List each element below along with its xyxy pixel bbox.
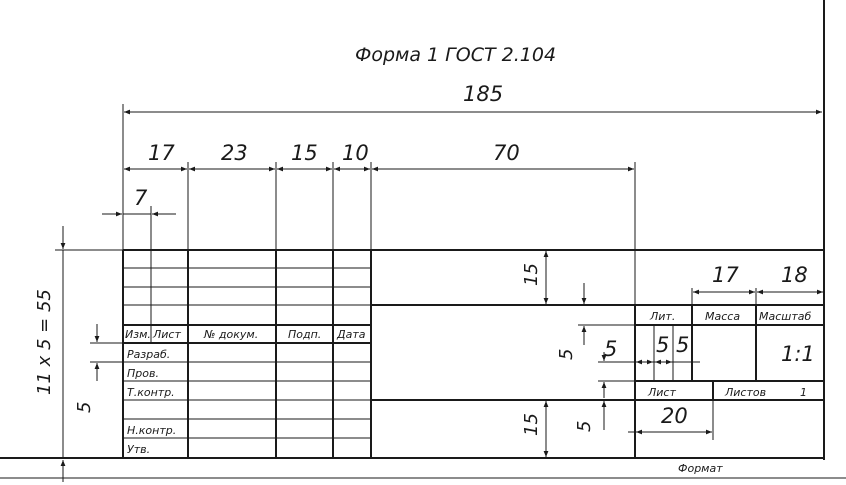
listov-label: Листов [724,386,766,399]
dim-label-15: 15 [291,141,318,165]
dim-label-10: 10 [342,141,369,165]
lit-label: Лит. [649,310,675,323]
header-data: Дата [336,328,366,341]
row-label-razrab: Разраб. [127,348,170,361]
row-label-nkontr: Н.контр. [127,424,176,437]
dim-label-15-center-bottom: 15 [521,413,542,436]
row-label-utv: Утв. [127,443,150,456]
dim-label-5-center-right: 5 [604,337,617,361]
dim-label-5-center-left: 5 [556,349,577,360]
dimension-lines [55,104,823,482]
header-izm: Изм. [125,328,151,341]
dim-label-70: 70 [493,141,520,165]
dim-label-7: 7 [134,186,148,210]
format-label: Формат [678,462,723,475]
dim-label-17: 17 [148,141,175,165]
dim-label-lit-5-a: 5 [656,333,669,357]
dim-label-23: 23 [221,141,248,165]
dim-label-5-left: 5 [74,402,95,413]
listov-value: 1 [800,386,807,399]
header-list: Лист [152,328,181,341]
dim-label-20: 20 [661,404,688,428]
form-title: Форма 1 ГОСТ 2.104 [355,44,556,66]
masshtab-value: 1:1 [781,342,815,366]
row-label-tkontr: Т.контр. [127,386,175,399]
dim-label-17-massa: 17 [712,263,739,287]
row-label-prov: Пров. [127,367,159,380]
list-label: Лист [647,386,676,399]
massa-label: Масса [705,310,740,323]
header-podp: Подп. [288,328,321,341]
dim-label-18-masshtab: 18 [781,263,808,287]
dim-label-5-center-bottom: 5 [574,421,595,432]
header-dokum: № докум. [203,328,258,341]
dim-label-lit-5-b: 5 [676,333,689,357]
dim-label-55: 11 x 5 = 55 [34,289,55,395]
dim-label-15-center-top: 15 [521,263,542,286]
masshtab-label: Масштаб [759,310,811,323]
dim-label-185: 185 [463,82,503,106]
drawing-texts: Форма 1 ГОСТ 2.104 185 17 23 15 10 70 7 … [34,44,815,475]
